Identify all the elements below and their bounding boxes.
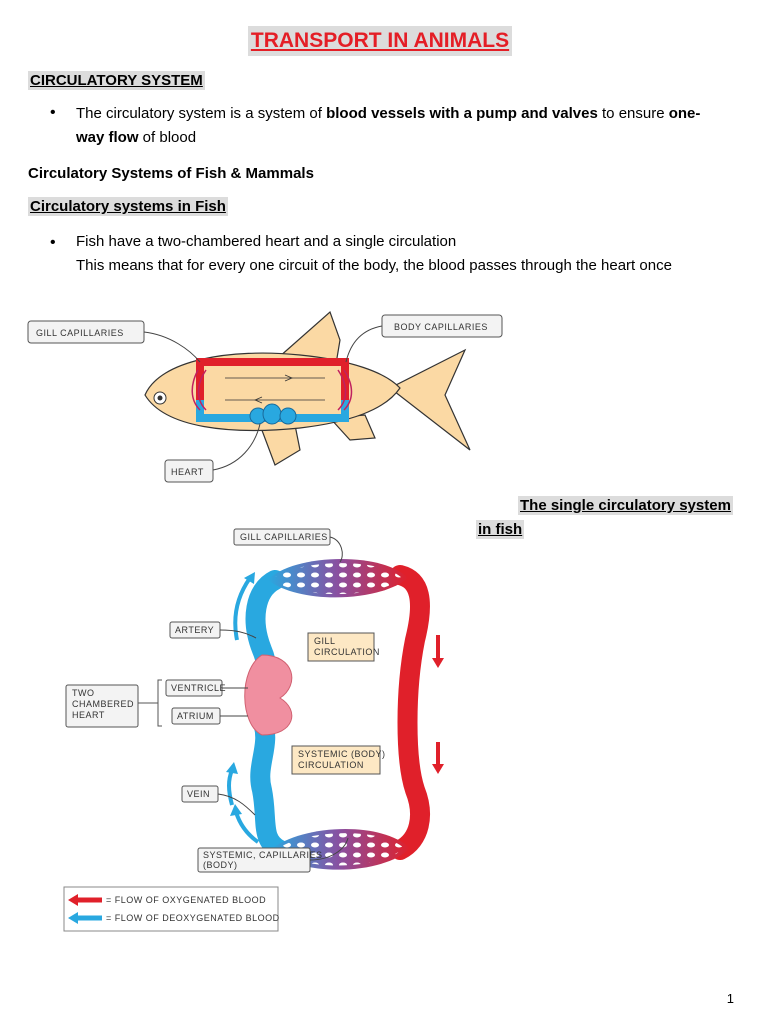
body-capillaries-label: BODY CAPILLARIES — [394, 322, 488, 332]
blue-arrow-top-head — [244, 572, 255, 584]
two-chambered-heart-label-3: HEART — [72, 710, 105, 720]
para1-bold-2a: one- — [668, 105, 701, 122]
para1-text-3: of blood — [138, 129, 197, 146]
fish-pupil — [157, 395, 163, 401]
legend-box — [63, 886, 279, 932]
two-chambered-heart-tag — [65, 684, 139, 728]
fish-gill-capillaries-lines — [191, 369, 207, 411]
fish-flow-arrow-1 — [284, 374, 294, 382]
caption-line-2: in fish — [476, 520, 525, 539]
vein-label: VEIN — [187, 789, 210, 799]
systemic-capillaries-pointer — [309, 837, 349, 861]
fish-heart-chamber-3 — [279, 407, 297, 425]
blue-arrow-bottom-head — [230, 804, 242, 816]
section-heading: CIRCULATORY SYSTEM — [28, 71, 205, 90]
gill-capillary-holes — [272, 563, 402, 595]
bullet-2: • — [50, 234, 56, 251]
para1-bold-2b: way flow — [76, 129, 139, 146]
systemic-circulation-label-2: CIRCULATION — [298, 760, 364, 770]
fish-heart-chamber-2 — [262, 403, 282, 425]
gill-capillaries-label: GILL CAPILLARIES — [36, 328, 124, 338]
artery-pointer — [219, 629, 257, 639]
para1-text-1: The circulatory system is a system of — [76, 105, 327, 122]
para1-bold-1: blood vessels with a pump and valves — [326, 105, 598, 122]
para2-line-2: This means that for every one circuit of… — [76, 257, 672, 274]
vein-pointer — [217, 793, 256, 816]
blue-arrow-mid-head — [226, 762, 238, 774]
caption-line-1: The single circulatory system — [518, 496, 733, 515]
atrium-label: ATRIUM — [177, 711, 214, 721]
gill-capillaries-pointer — [143, 331, 201, 363]
blue-arrow-bottom-shaft — [234, 811, 260, 844]
fish-inner-flow-lines — [225, 377, 325, 401]
circ-gill-capillaries-label: GILL CAPILLARIES — [240, 532, 328, 542]
para1-text-2: to ensure — [597, 105, 669, 122]
fish-heading: Circulatory systems in Fish — [28, 197, 228, 216]
two-chambered-heart-label-1: TWO — [72, 688, 95, 698]
legend-deoxygenated-label: = FLOW OF DEOXYGENATED BLOOD — [106, 913, 280, 923]
caption-line-1-text: The single circulatory system — [518, 496, 733, 515]
paragraph-circulatory: The circulatory system is a system of bl… — [76, 102, 736, 150]
systemic-circulation-box — [291, 745, 381, 775]
fish-body — [144, 352, 401, 432]
circulation-diagram: GILL CIRCULATION SYSTEMIC (BODY) CIRCULA… — [63, 528, 444, 932]
blue-arrow-mid-shaft — [227, 769, 234, 806]
heart-tag — [164, 459, 214, 483]
body-capillaries-pointer — [345, 325, 383, 363]
fish-diagram: GILL CAPILLARIES BODY CAPILLARIES HEART — [27, 310, 503, 483]
fish-body-capillaries-lines — [337, 369, 353, 411]
paragraph-fish: Fish have a two-chambered heart and a si… — [76, 230, 756, 278]
caption-line-2-text: in fish — [476, 520, 525, 539]
heart-pointer — [212, 423, 261, 471]
ventricle-label: VENTRICLE — [171, 683, 226, 693]
two-chambered-heart-shape — [244, 654, 293, 736]
gill-circulation-box — [307, 632, 375, 662]
legend-red-arrow-head — [68, 894, 78, 906]
legend-blue-arrow-head — [68, 912, 78, 924]
circ-gill-capillaries-pointer — [329, 536, 343, 563]
section-heading-text: CIRCULATORY SYSTEM — [28, 71, 205, 90]
gill-circulation-label-2: CIRCULATION — [314, 647, 380, 657]
fish-flow-arrow-2 — [253, 396, 263, 404]
blue-arrow-top-shaft — [233, 576, 252, 641]
red-arrow-2-head — [432, 764, 444, 774]
heart-label: HEART — [171, 467, 204, 477]
subheading: Circulatory Systems of Fish & Mammals — [28, 165, 314, 182]
oxygenated-vessel — [390, 565, 430, 860]
para2-line-1: Fish have a two-chambered heart and a si… — [76, 233, 457, 250]
red-arrow-1-head — [432, 658, 444, 668]
fish-heading-text: Circulatory systems in Fish — [28, 197, 228, 216]
gill-circulation-label-1: GILL — [314, 636, 336, 646]
page-number: 1 — [726, 991, 734, 1006]
systemic-capillaries-label-2: (BODY) — [203, 860, 238, 870]
artery-label: ARTERY — [175, 625, 214, 635]
bullet-1: • — [50, 104, 56, 121]
legend-oxygenated-label: = FLOW OF OXYGENATED BLOOD — [106, 895, 266, 905]
fish-tail — [388, 348, 471, 451]
fish-pelvic-fin — [259, 424, 301, 466]
systemic-capillaries-label-1: SYSTEMIC, CAPILLARIES — [203, 850, 323, 860]
page-title: TRANSPORT IN ANIMALS — [248, 26, 512, 56]
heart-bracket — [157, 679, 162, 727]
systemic-circulation-label-1: SYSTEMIC (BODY) — [298, 749, 386, 759]
two-chambered-heart-label-2: CHAMBERED — [72, 699, 134, 709]
